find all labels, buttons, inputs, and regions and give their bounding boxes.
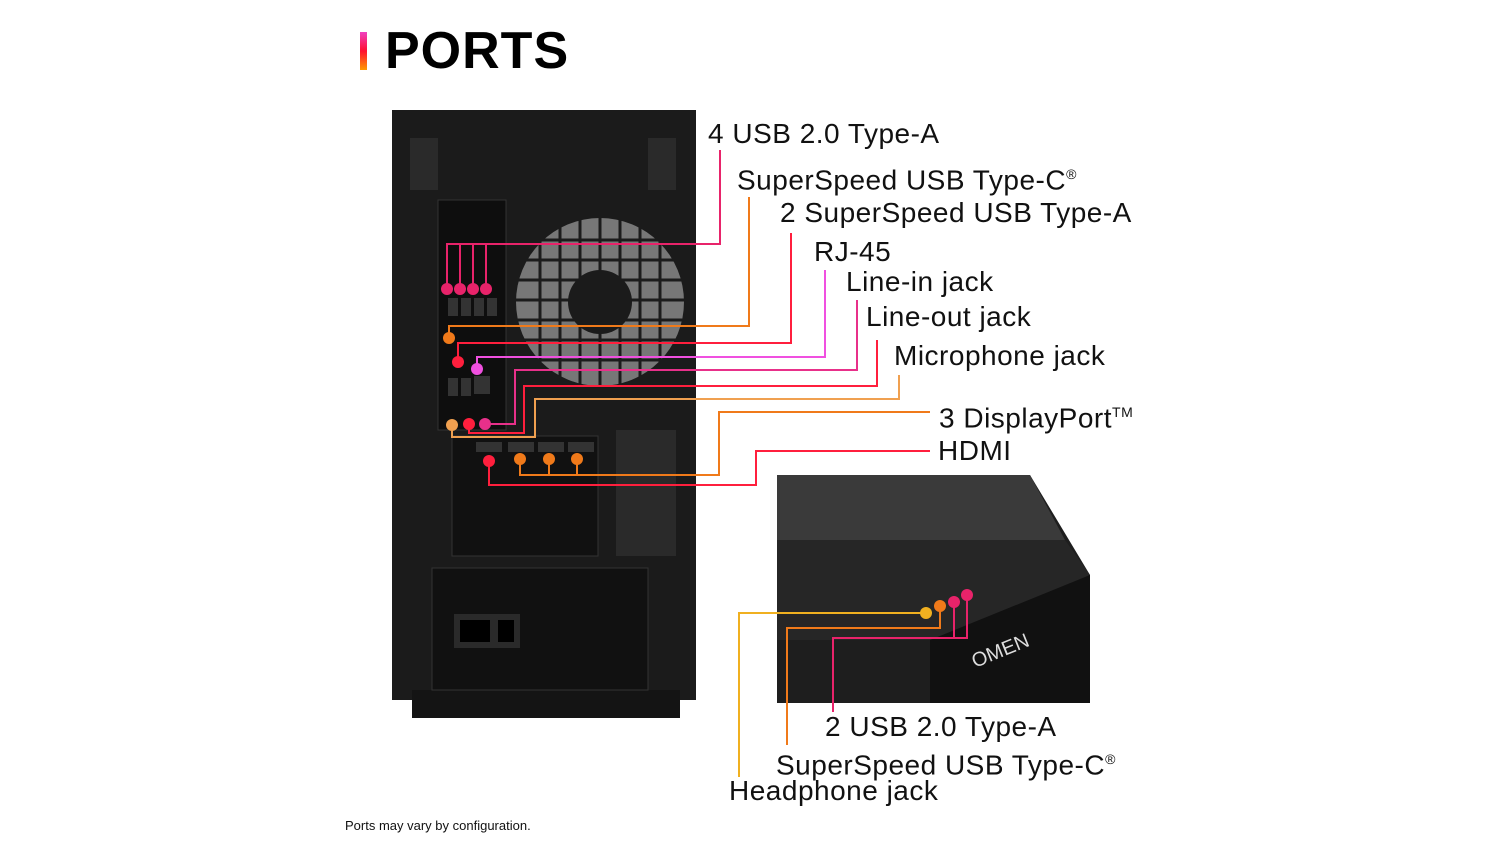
label-rear-usb20: 4 USB 2.0 Type-A bbox=[708, 118, 940, 149]
front-top-image: OMEN bbox=[777, 475, 1090, 703]
registered-mark: ® bbox=[1105, 751, 1116, 767]
label-hdmi: HDMI bbox=[938, 435, 1012, 466]
title-accent-bar bbox=[360, 32, 367, 70]
page-title: PORTS bbox=[385, 22, 570, 80]
registered-mark: ® bbox=[1066, 166, 1077, 182]
label-rear-ss-a: 2 SuperSpeed USB Type-A bbox=[780, 197, 1132, 228]
label-front-usbc: SuperSpeed USB Type-C® bbox=[776, 744, 1116, 780]
label-rear-usbc: SuperSpeed USB Type-C® bbox=[737, 159, 1077, 195]
rear-tower-image bbox=[392, 110, 696, 718]
label-headphone: Headphone jack bbox=[729, 775, 939, 806]
label-displayport: 3 DisplayPortTM bbox=[939, 397, 1133, 433]
label-line-in: Line-in jack bbox=[846, 266, 994, 297]
label-mic: Microphone jack bbox=[894, 340, 1106, 371]
footnote: Ports may vary by configuration. bbox=[345, 818, 531, 833]
label-text: SuperSpeed USB Type-C bbox=[776, 749, 1106, 781]
label-rj45: RJ-45 bbox=[814, 236, 892, 267]
trademark-mark: TM bbox=[1112, 404, 1134, 420]
label-text: SuperSpeed USB Type-C bbox=[737, 164, 1067, 196]
label-text: 3 DisplayPort bbox=[939, 402, 1113, 434]
label-line-out: Line-out jack bbox=[866, 301, 1032, 332]
label-front-usb20: 2 USB 2.0 Type-A bbox=[825, 711, 1057, 742]
port-markers bbox=[441, 283, 973, 619]
